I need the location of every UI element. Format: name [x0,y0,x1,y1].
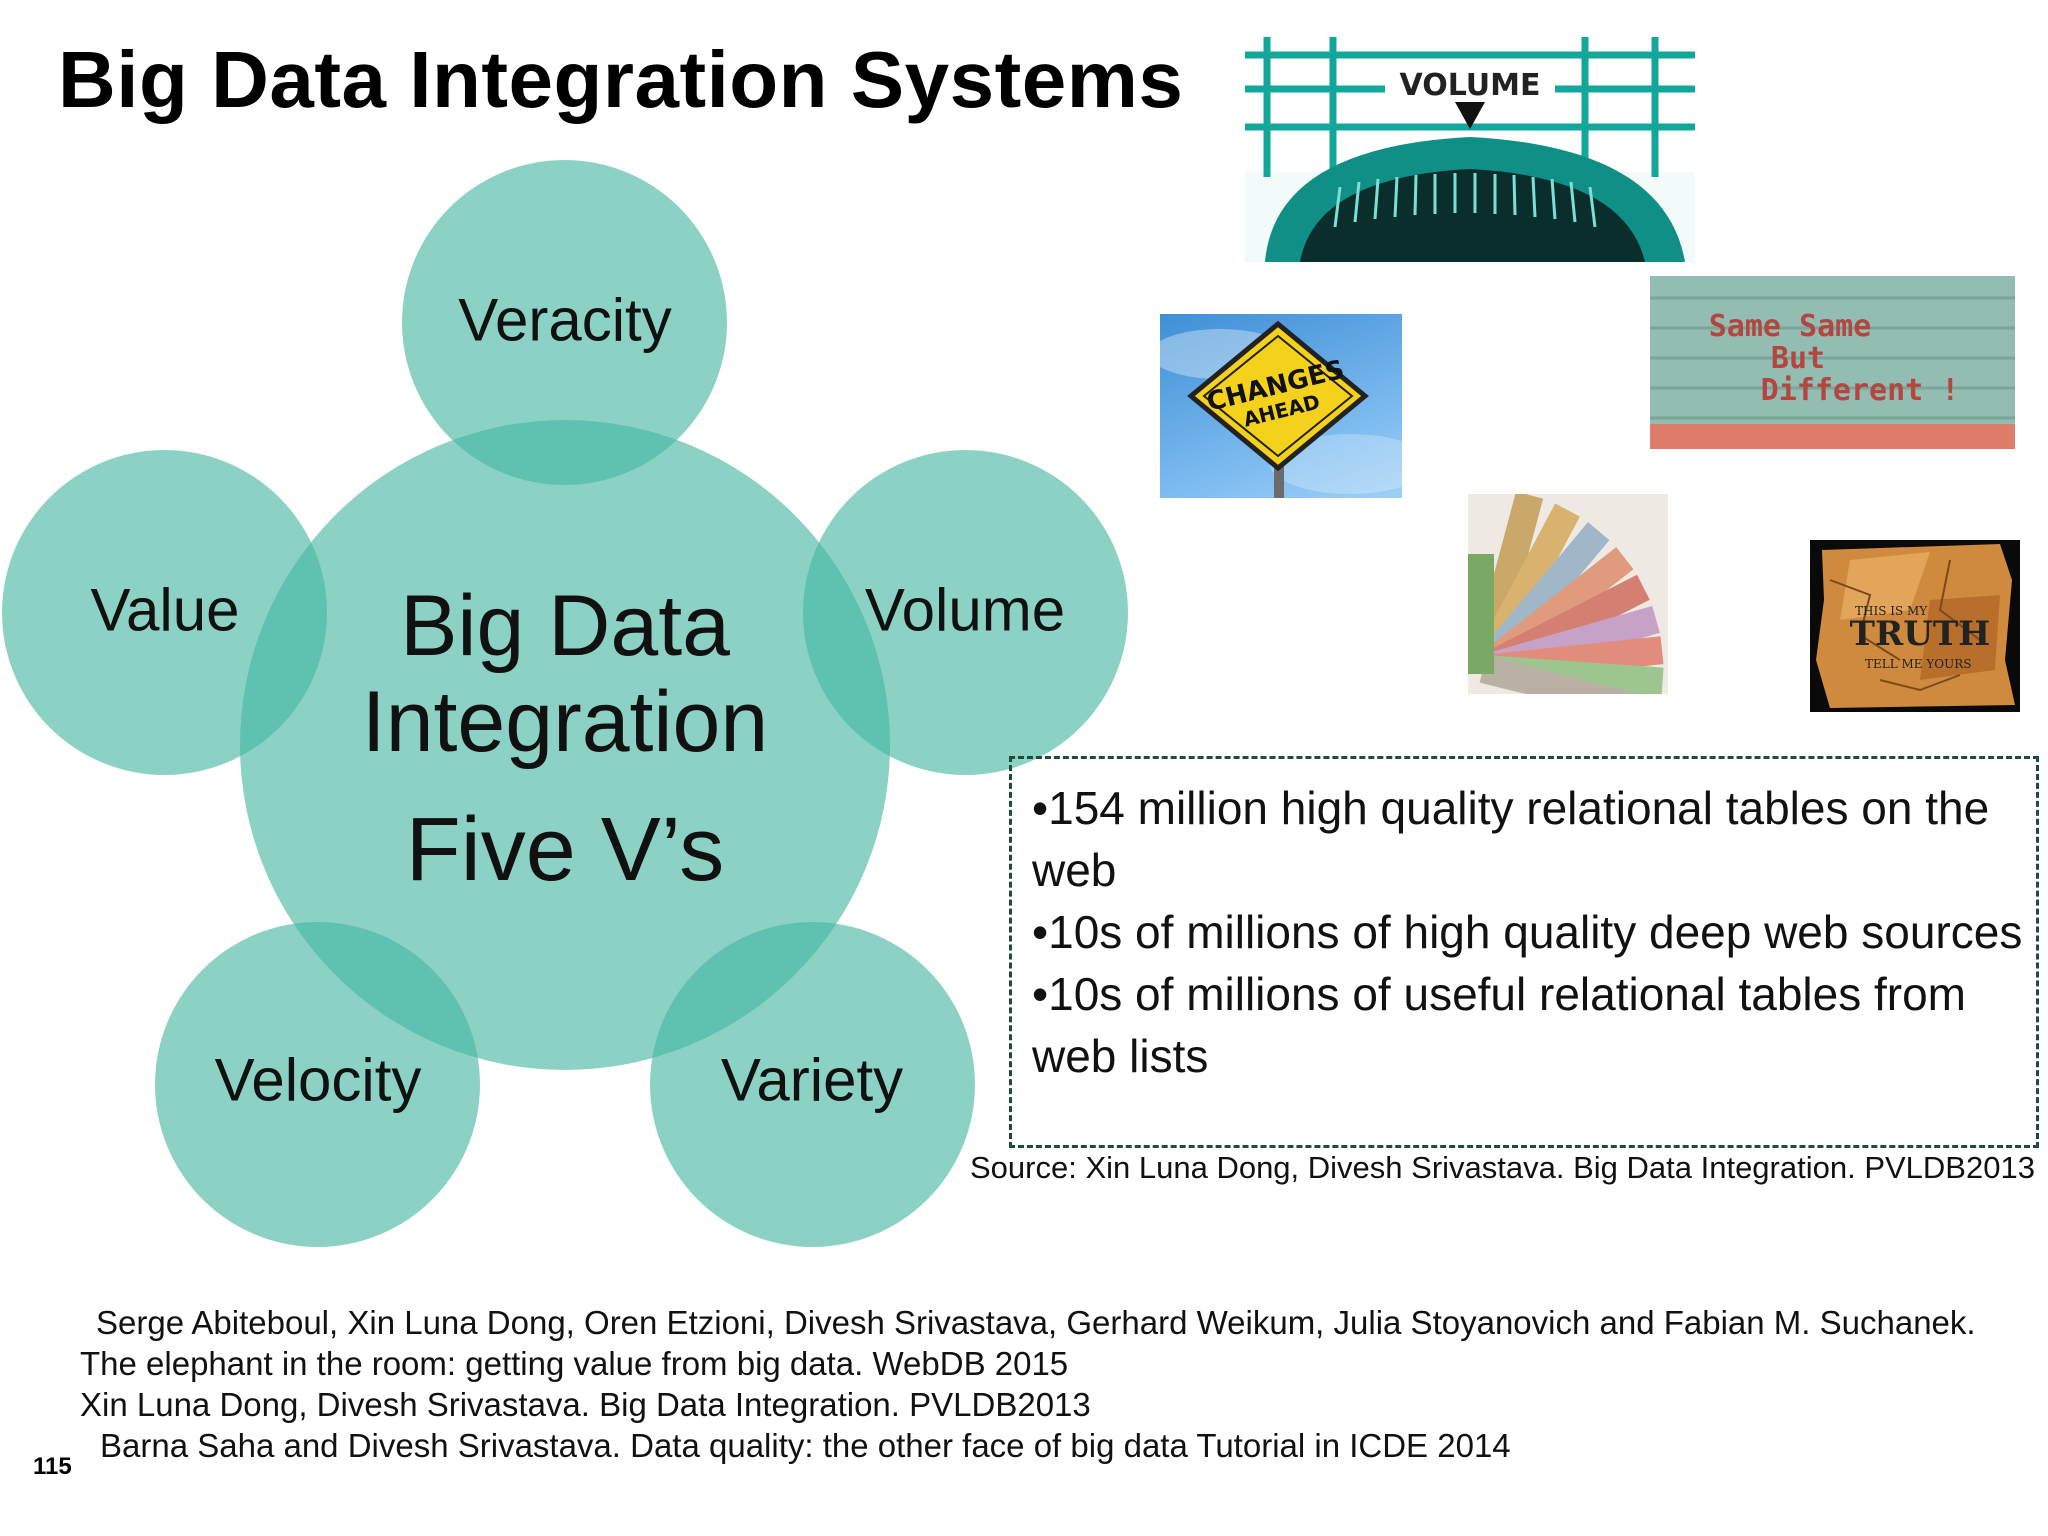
but-text: But [1771,341,1825,376]
veracity-label: Veracity [458,286,671,355]
center-label-five-vs: Five V’s [406,800,724,900]
variety-label: Variety [721,1046,903,1115]
volume-sign-text: VOLUME [1400,68,1541,103]
center-label-integration: Integration [362,674,768,770]
reference-item: Xin Luna Dong, Divesh Srivastava. Big Da… [80,1384,1976,1425]
page-number: 115 [33,1453,72,1481]
velocity-label: Velocity [215,1046,422,1115]
volume-label: Volume [865,576,1065,645]
stat-web-lists-tables: •10s of millions of useful relational ta… [1032,963,2026,1087]
tell-me-yours-text: TELL ME YOURS [1865,657,1972,671]
changes-ahead-image: CHANGES AHEAD [1160,314,1402,498]
volume-meter-image: VOLUME [1245,37,1695,262]
same-same-but-different-image: Same Same But Different ! [1650,276,2015,449]
stat-relational-tables: •154 million high quality relational tab… [1032,777,2026,901]
five-vs-venn-diagram: Big Data Integration Five V’s Veracity V… [0,150,1140,1250]
reference-item: The elephant in the room: getting value … [80,1343,1976,1384]
reference-item: Barna Saha and Divesh Srivastava. Data q… [80,1425,1976,1466]
slide-title: Big Data Integration Systems [58,34,1183,126]
center-label-big-data: Big Data [400,578,730,674]
stat-deep-web-sources: •10s of millions of high quality deep we… [1032,901,2026,963]
truth-paper-image: THIS IS MY TRUTH TELL ME YOURS [1810,540,2020,712]
statistics-box: •154 million high quality relational tab… [1009,756,2039,1148]
value-label: Value [90,576,239,645]
truth-text: TRUTH [1850,614,1991,654]
different-text: Different ! [1761,373,1960,408]
source-citation: Source: Xin Luna Dong, Divesh Srivastava… [970,1150,2035,1186]
reference-item: Serge Abiteboul, Xin Luna Dong, Oren Etz… [80,1302,1976,1343]
same-same-text: Same Same [1709,309,1872,344]
euro-banknotes-image [1468,494,1668,694]
references-list: Serge Abiteboul, Xin Luna Dong, Oren Etz… [80,1302,1976,1466]
